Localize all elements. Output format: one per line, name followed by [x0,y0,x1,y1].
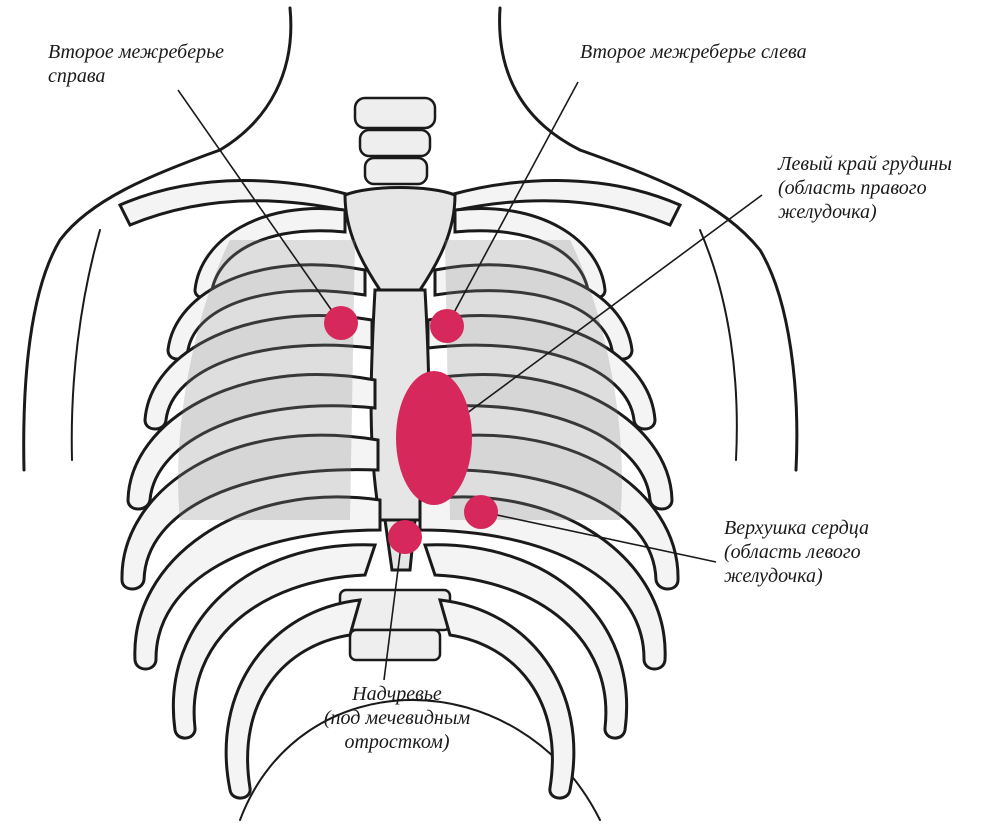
label-line: (под мечевидным [312,706,482,730]
label-line: (область левого [724,540,869,564]
label-line: Левый край грудины [778,152,952,176]
label-line: отростком) [312,730,482,754]
marker-2icsr [324,306,358,340]
label-line: Верхушка сердца [724,516,869,540]
label-line: Надчревье [312,682,482,706]
marker-2icsl [430,309,464,343]
label-line: Второе межреберье [48,40,224,64]
label-left-sternal-border: Левый край грудины (область правого желу… [778,152,952,224]
label-apex: Верхушка сердца (область левого желудочк… [724,516,869,588]
label-second-icsl: Второе межреберье слева [580,40,807,64]
label-line: справа [48,64,224,88]
marker-apex [464,495,498,529]
label-second-icsr: Второе межреберье справа [48,40,224,88]
label-line: Второе межреберье слева [580,40,807,64]
marker-left-sternal [396,371,472,505]
label-line: (область правого [778,176,952,200]
marker-epigastrium [388,520,422,554]
label-epigastrium: Надчревье (под мечевидным отростком) [312,682,482,754]
label-line: желудочка) [724,564,869,588]
label-line: желудочка) [778,200,952,224]
